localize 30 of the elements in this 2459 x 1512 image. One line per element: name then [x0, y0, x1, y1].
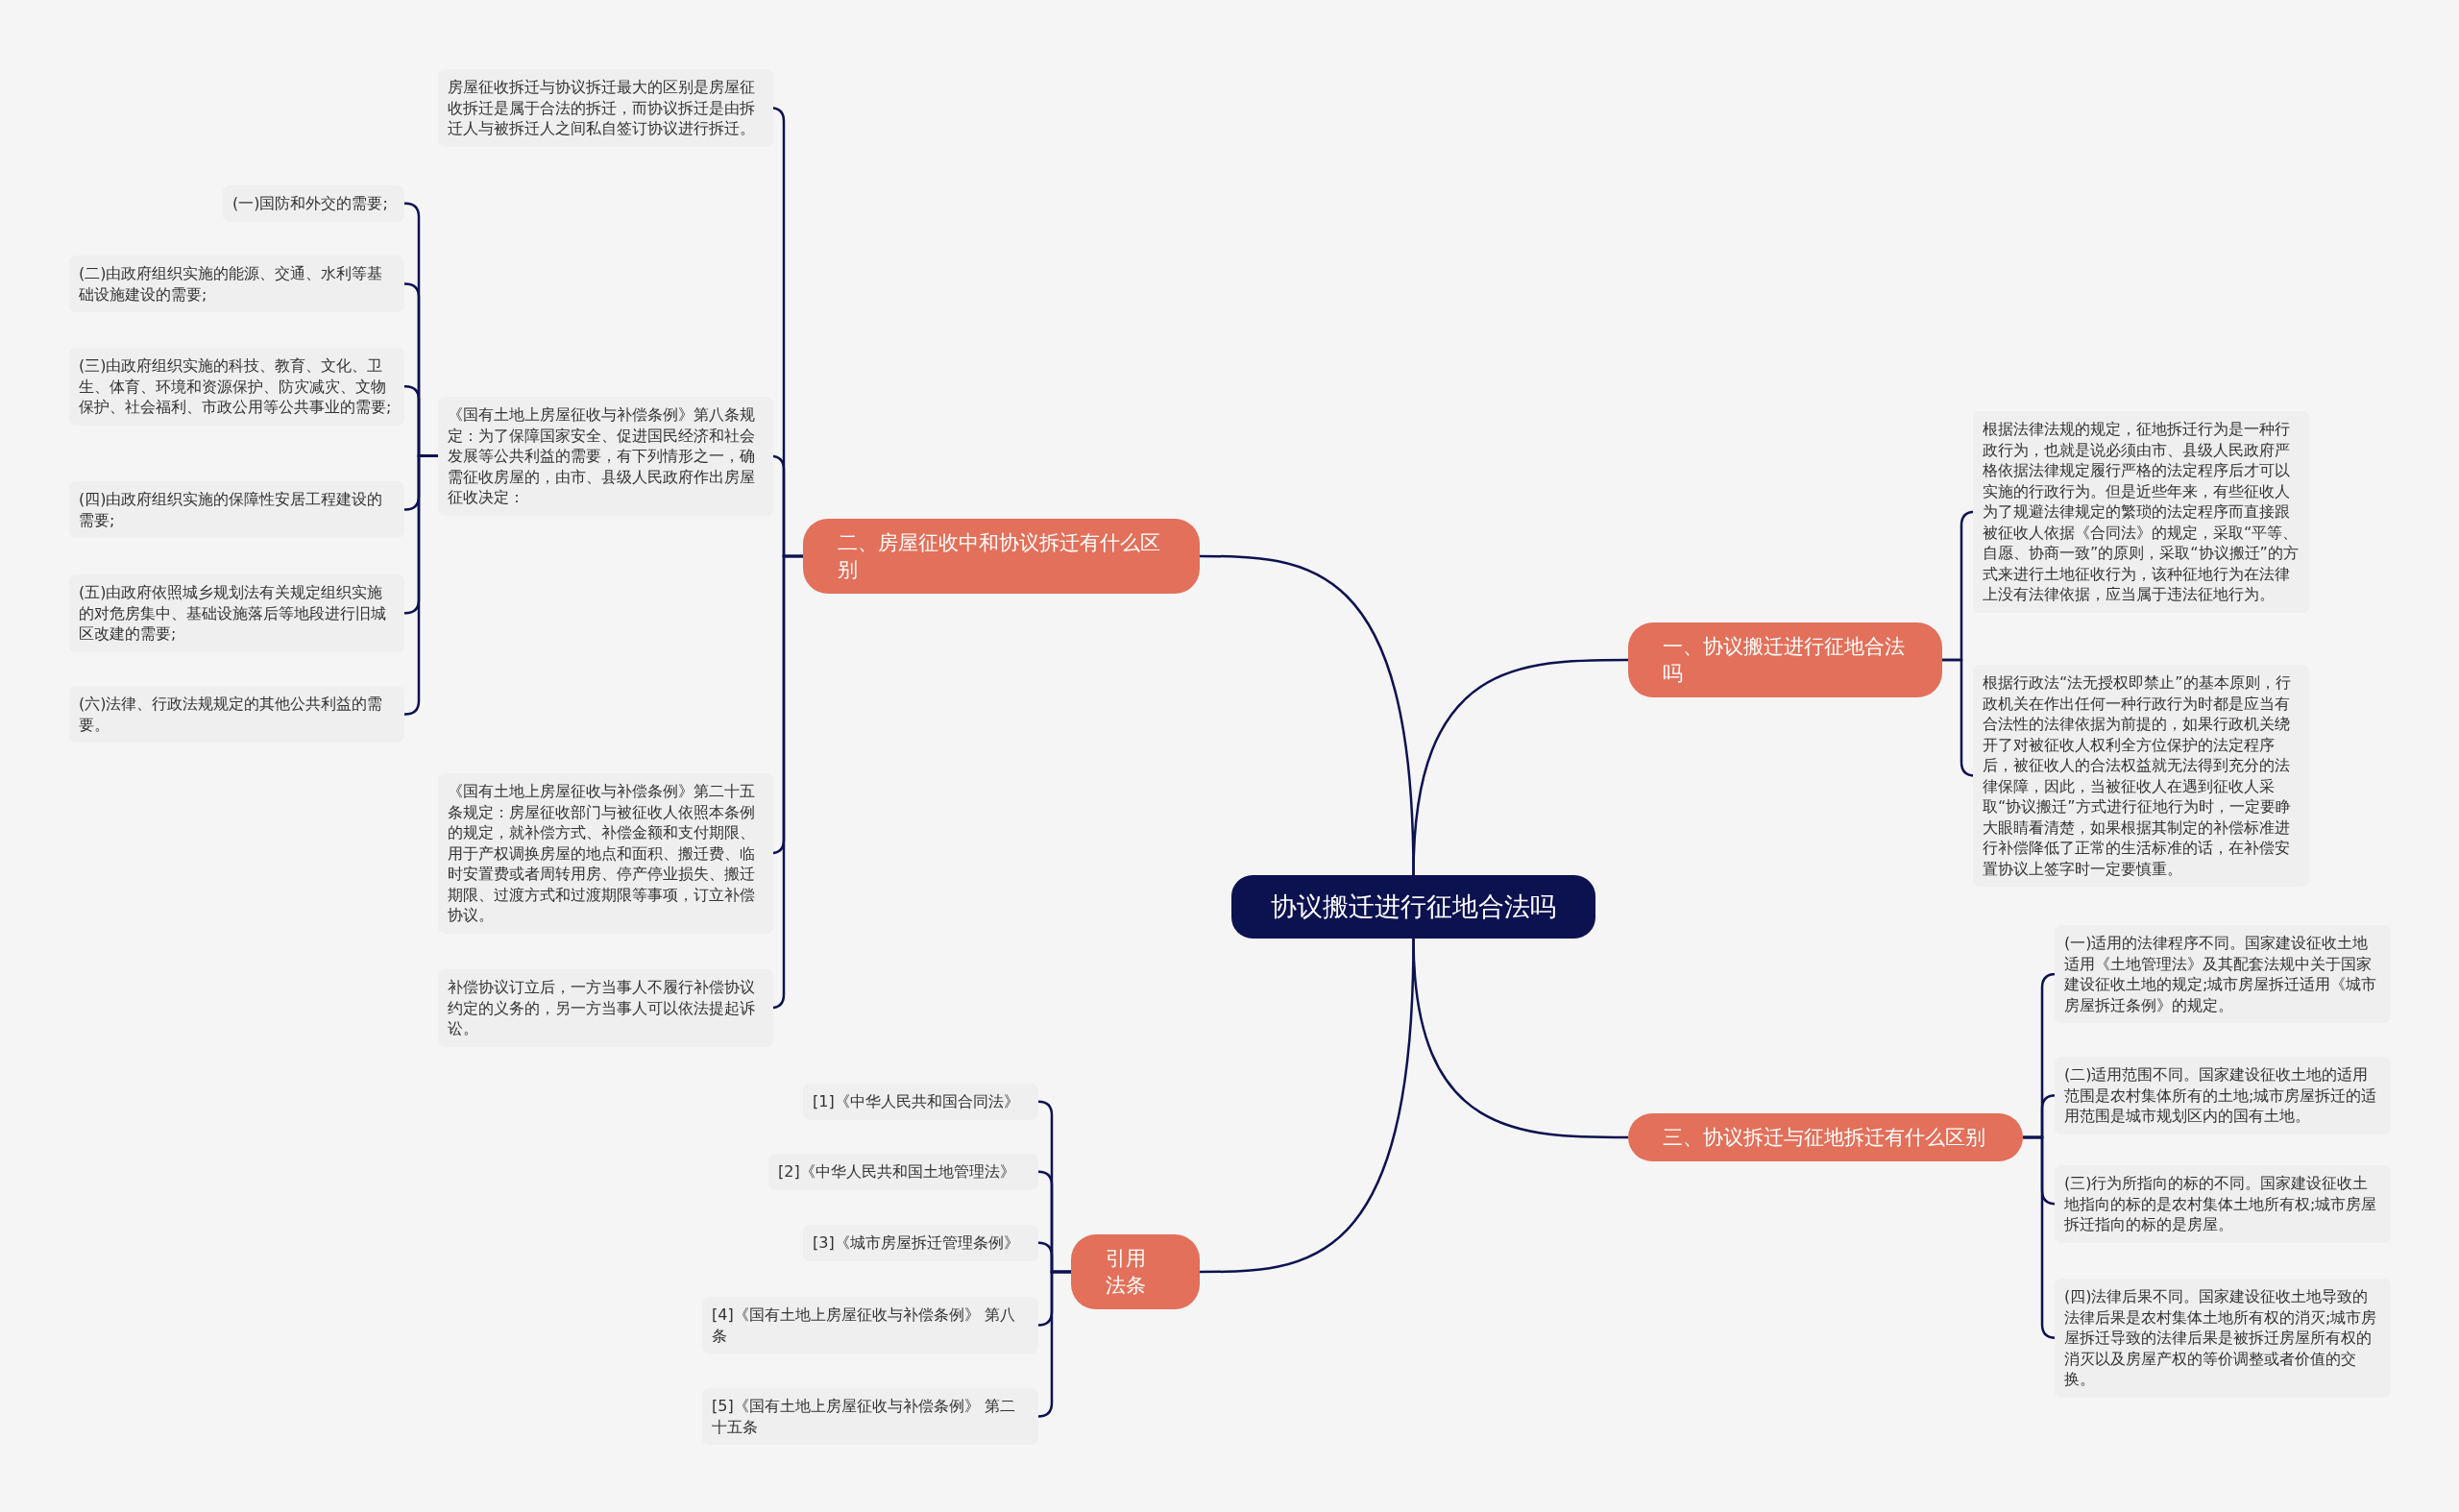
text-card: (一)国防和外交的需要;	[223, 185, 404, 222]
text-card: [2]《中华人民共和国土地管理法》	[768, 1154, 1038, 1190]
text-card: [5]《国有土地上房屋征收与补偿条例》 第二十五条	[702, 1388, 1038, 1445]
branch-topic: 二、房屋征收中和协议拆迁有什么区别	[803, 519, 1200, 594]
text-card: (二)适用范围不同。国家建设征收土地的适用范围是农村集体所有的土地;城市房屋拆迁的适用范围是城市规划区内的国有土地。	[2055, 1057, 2391, 1134]
text-card: (四)法律后果不同。国家建设征收土地导致的法律后果是农村集体土地所有权的消灭;城市房屋拆迁导致的法律后果是被拆迁房屋所有权的消灭以及房屋产权的等价调整或者价值的交换。	[2055, 1279, 2391, 1398]
text-card: (一)适用的法律程序不同。国家建设征收土地适用《土地管理法》及其配套法规中关于国家建设征收土地的规定;城市房屋拆迁适用《城市房屋拆迁条例》的规定。	[2055, 925, 2391, 1023]
branch-topic: 引用法条	[1071, 1234, 1200, 1309]
text-card: [3]《城市房屋拆迁管理条例》	[803, 1225, 1038, 1261]
text-card: [4]《国有土地上房屋征收与补偿条例》 第八条	[702, 1297, 1038, 1353]
text-card: 根据行政法“法无授权即禁止”的基本原则，行政机关在作出任何一种行政行为时都是应当有合法性的法律依据为前提的，如果行政机关绕开了对被征收人权利全方位保护的法定程序后，被征收人的合法权益就无法得到充分的法律保障，因此，当被征收人在遇到征收人采取“协议搬迁”方式进行征地行为时，一定要睁大眼睛看清楚，如果根据其制定的补偿标准进行补偿降低了正常的生活标准的话，在补偿安置协议上签字时一定要慎重。	[1973, 665, 2309, 887]
branch-topic: 一、协议搬迁进行征地合法吗	[1628, 622, 1942, 697]
branch-topic: 三、协议拆迁与征地拆迁有什么区别	[1628, 1113, 2023, 1161]
text-card: (五)由政府依照城乡规划法有关规定组织实施的对危房集中、基础设施落后等地段进行旧城区改建的需要;	[69, 574, 404, 652]
text-card: (三)由政府组织实施的科技、教育、文化、卫生、体育、环境和资源保护、防灾减灾、文物保护、社会福利、市政公用等公共事业的需要;	[69, 348, 404, 426]
connector-line	[403, 454, 438, 716]
connector-line	[1200, 554, 1415, 876]
text-card: (三)行为所指向的标的不同。国家建设征收土地指向的标的是农村集体土地所有权;城市房屋拆迁指向的标的是房屋。	[2055, 1165, 2391, 1243]
text-card: (四)由政府组织实施的保障性安居工程建设的需要;	[69, 481, 404, 538]
text-card: 根据法律法规的规定，征地拆迁行为是一种行政行为，也就是说必须由市、县级人民政府严格依据法律规定履行严格的法定程序后才可以实施的行政行为。但是近些年来，有些征收人为了规避法律规定的繁琐的法定程序而直接跟被征收人依据《合同法》的规定，采取“平等、自愿、协商一致”的原则，采取“协议搬迁”的方式来进行土地征收行为，该种征地行为在法律上没有法律依据，应当属于违法征地行为。	[1973, 411, 2309, 613]
text-card: 房屋征收拆迁与协议拆迁最大的区别是房屋征收拆迁是属于合法的拆迁，而协议拆迁是由拆迁人与被拆迁人之间私自签订协议进行拆迁。	[438, 69, 773, 147]
connector-line	[1036, 1270, 1071, 1418]
text-card: [1]《中华人民共和国合同法》	[803, 1084, 1038, 1120]
text-card: (六)法律、行政法规规定的其他公共利益的需要。	[69, 686, 404, 743]
connector-line	[1200, 938, 1415, 1274]
text-card: 补偿协议订立后，一方当事人不履行补偿协议约定的义务的，另一方当事人可以依法提起诉讼。	[438, 969, 773, 1047]
text-card: (二)由政府组织实施的能源、交通、水利等基础设施建设的需要;	[69, 256, 404, 312]
central-topic: 协议搬迁进行征地合法吗	[1231, 875, 1595, 939]
text-card: 《国有土地上房屋征收与补偿条例》第八条规定：为了保障国家安全、促进国民经济和社会发展等公共利益的需要，有下列情形之一，确需征收房屋的，由市、县级人民政府作出房屋征收决定：	[438, 397, 773, 516]
text-card: 《国有土地上房屋征收与补偿条例》第二十五条规定：房屋征收部门与被征收人依照本条例的规定，就补偿方式、补偿金额和支付期限、用于产权调换房屋的地点和面积、搬迁费、临时安置费或者周转用房、停产停业损失、搬迁期限、过渡方式和过渡期限等事项，订立补偿协议。	[438, 773, 773, 934]
